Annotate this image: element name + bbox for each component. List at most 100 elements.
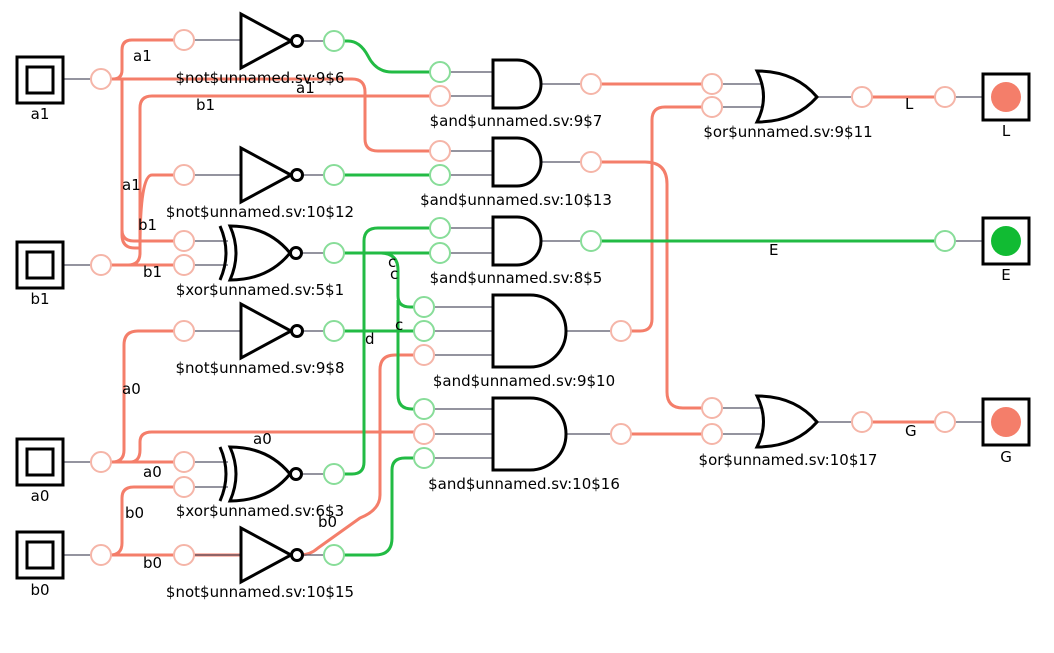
output-L: L	[981, 72, 1031, 140]
port	[323, 242, 345, 264]
port	[429, 242, 451, 264]
net-label-b1: b1	[143, 263, 162, 281]
port	[413, 447, 435, 469]
input-b1[interactable]: b1	[15, 240, 65, 308]
wire-a0-not8	[101, 329, 184, 464]
port	[851, 411, 873, 433]
output-L-label: L	[1002, 122, 1011, 140]
gate-or11: $or$unnamed.sv:9$11	[703, 69, 873, 141]
port	[173, 230, 195, 252]
gate-not6-label: $not$unnamed.sv:9$6	[175, 69, 344, 87]
port	[413, 398, 435, 420]
gate-not6: $not$unnamed.sv:9$6	[175, 11, 345, 87]
port	[323, 463, 345, 485]
gate-and10-label: $and$unnamed.sv:9$10	[433, 372, 615, 390]
gate-not8-label: $not$unnamed.sv:9$8	[175, 359, 344, 377]
wires-high	[101, 38, 945, 557]
port	[429, 140, 451, 162]
net-label-a1: a1	[122, 176, 141, 194]
gate-and13: $and$unnamed.sv:10$13	[420, 136, 612, 209]
port	[610, 423, 632, 445]
net-label-b0: b0	[143, 554, 162, 572]
gate-or17-label: $or$unnamed.sv:10$17	[699, 451, 878, 469]
wire-not15-and16	[334, 456, 424, 557]
net-label-L: L	[905, 95, 914, 113]
output-E-lamp	[991, 226, 1021, 256]
port	[934, 86, 956, 108]
output-E: E	[981, 216, 1031, 284]
input-a1[interactable]: a1	[15, 55, 65, 123]
port	[701, 96, 723, 118]
gate-and16: $and$unnamed.sv:10$16	[428, 396, 620, 493]
gate-not15: $not$unnamed.sv:10$15	[166, 525, 354, 601]
input-a1-label: a1	[31, 105, 50, 123]
port	[90, 68, 112, 90]
net-label-b1: b1	[138, 216, 157, 234]
net-label-a1: a1	[296, 79, 315, 97]
gate-xor1-label: $xor$unnamed.sv:5$1	[176, 281, 344, 299]
port	[323, 544, 345, 566]
gate-and16-label: $and$unnamed.sv:10$16	[428, 475, 620, 493]
port	[580, 230, 602, 252]
input-b1-label: b1	[30, 290, 49, 308]
port	[934, 230, 956, 252]
gate-and13-label: $and$unnamed.sv:10$13	[420, 191, 612, 209]
port	[580, 151, 602, 173]
output-L-lamp	[991, 82, 1021, 112]
gate-not12-label: $not$unnamed.sv:10$12	[166, 203, 354, 221]
port	[429, 61, 451, 83]
input-b0-label: b0	[30, 581, 49, 599]
port	[610, 320, 632, 342]
gate-not12: $not$unnamed.sv:10$12	[166, 145, 354, 221]
port	[173, 476, 195, 498]
net-label-c: c	[388, 253, 396, 271]
gate-not15-label: $not$unnamed.sv:10$15	[166, 583, 354, 601]
port	[173, 320, 195, 342]
net-label-a0: a0	[143, 463, 162, 481]
port	[90, 254, 112, 276]
port	[173, 254, 195, 276]
net-label-c: c	[390, 265, 398, 283]
wire-xor3-d	[334, 226, 440, 476]
input-a0-label: a0	[31, 487, 50, 505]
pin-stubs	[63, 39, 983, 556]
gate-and7: $and$unnamed.sv:9$7	[430, 58, 603, 130]
net-label-b1: b1	[196, 96, 215, 114]
output-G: G	[981, 397, 1031, 466]
wire-b0-and10	[110, 353, 424, 557]
port	[413, 423, 435, 445]
gate-xor3-label: $xor$unnamed.sv:6$3	[176, 502, 344, 520]
net-label-c: c	[395, 316, 403, 334]
port	[934, 411, 956, 433]
port	[323, 30, 345, 52]
port	[413, 320, 435, 342]
wire-and13-or17	[591, 160, 712, 410]
wire-c-and16	[396, 300, 424, 411]
output-E-label: E	[1001, 266, 1010, 284]
port	[429, 164, 451, 186]
gate-and7-label: $and$unnamed.sv:9$7	[430, 112, 603, 130]
net-label-b0: b0	[318, 513, 337, 531]
input-a0[interactable]: a0	[15, 437, 65, 505]
gate-xor3: $xor$unnamed.sv:6$3	[176, 445, 344, 520]
ports	[90, 29, 956, 566]
port	[429, 217, 451, 239]
output-G-lamp	[991, 407, 1021, 437]
port	[323, 164, 345, 186]
wire-a1-and13	[113, 77, 440, 153]
port	[413, 344, 435, 366]
gate-and10: $and$unnamed.sv:9$10	[433, 293, 615, 390]
port	[90, 544, 112, 566]
gate-or11-label: $or$unnamed.sv:9$11	[703, 123, 872, 141]
port	[413, 296, 435, 318]
input-b0[interactable]: b0	[15, 530, 65, 599]
wire-a1-xor1	[120, 229, 184, 243]
gate-and5: $and$unnamed.sv:8$5	[430, 215, 602, 287]
net-label-d: d	[365, 330, 375, 348]
port	[701, 73, 723, 95]
wires-low	[334, 39, 945, 557]
wire-and10-or11	[621, 105, 712, 333]
output-G-label: G	[1000, 448, 1012, 466]
